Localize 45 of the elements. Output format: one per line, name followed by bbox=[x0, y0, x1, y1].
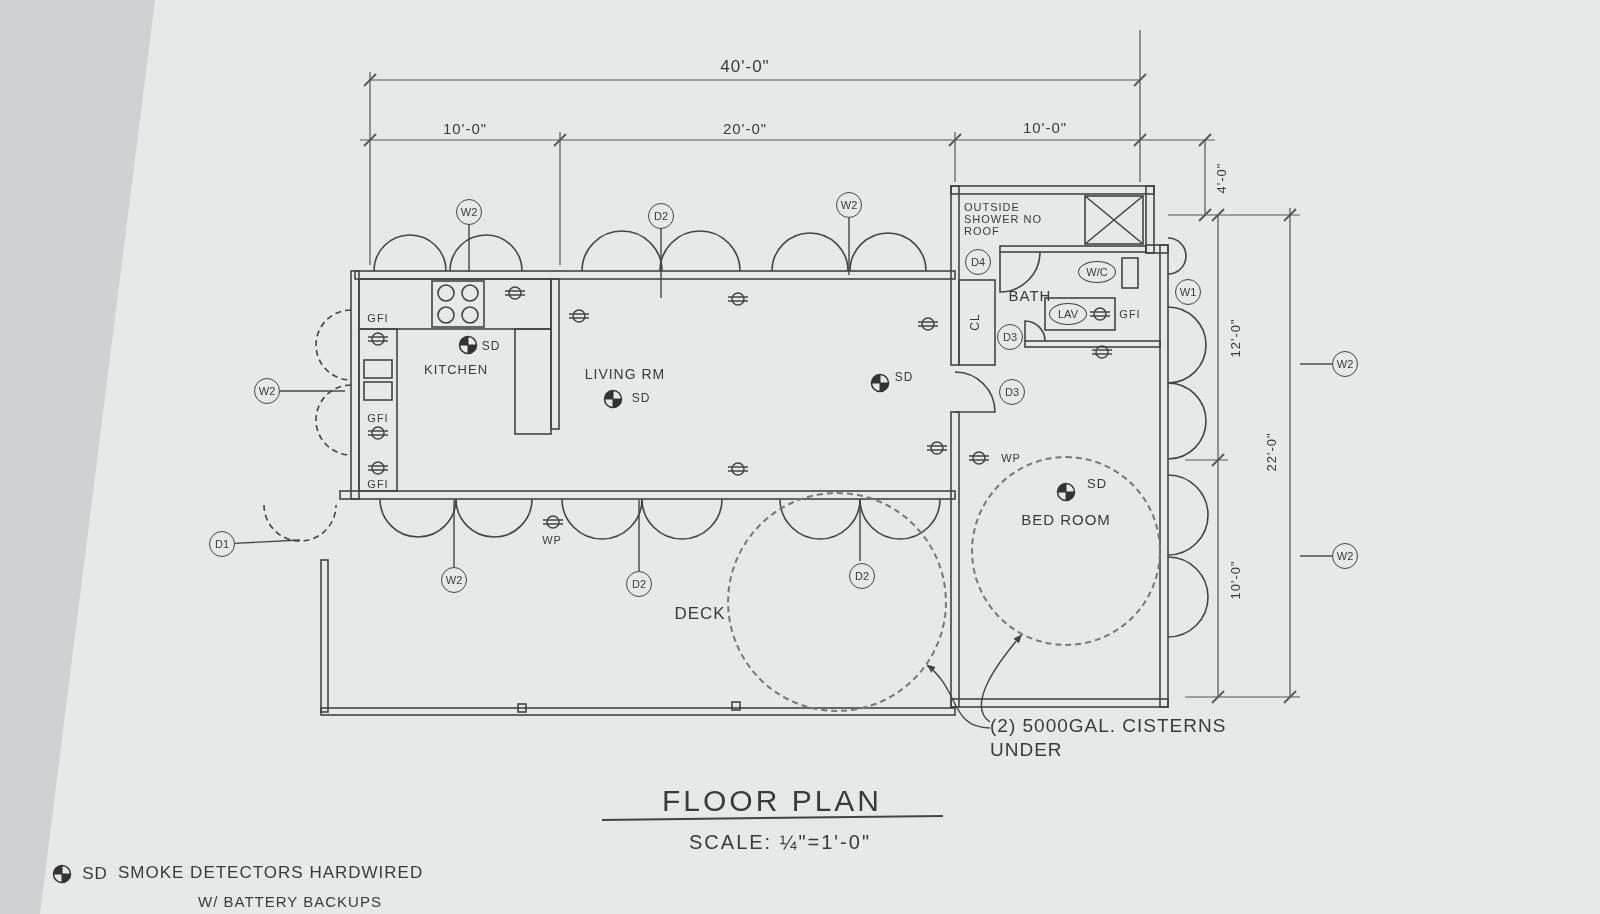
cistern-outline bbox=[971, 456, 1161, 646]
dimension-text: 4'-0" bbox=[1214, 162, 1230, 194]
detector-label: SD bbox=[894, 371, 914, 385]
leader-line bbox=[468, 224, 470, 273]
outlet-label: WP bbox=[1001, 451, 1021, 465]
leader-line bbox=[1299, 363, 1333, 365]
callout-note: (2) 5000GAL. CISTERNS UNDER bbox=[990, 714, 1270, 762]
room-label: KITCHEN bbox=[423, 362, 489, 378]
outlet-label: WP bbox=[542, 533, 562, 547]
leader-line bbox=[926, 664, 991, 729]
dimension-text: 10'-0" bbox=[442, 120, 488, 138]
leader-line bbox=[660, 228, 662, 299]
dimension-text: 40'-0" bbox=[720, 57, 770, 77]
title-text: FLOOR PLAN bbox=[661, 783, 883, 817]
dimension-text: 10'-0" bbox=[1022, 119, 1068, 137]
dimension-text: 20'-0" bbox=[722, 120, 768, 138]
outlet-label: GFI bbox=[367, 411, 389, 425]
outlet-label: GFI bbox=[367, 477, 389, 491]
detector-label: SD bbox=[481, 340, 501, 354]
scale-text: SCALE: ¼"=1'-0" bbox=[689, 831, 871, 853]
dimension-text: 10'-0" bbox=[1228, 560, 1244, 600]
room-label: DECK bbox=[674, 604, 726, 624]
leader-line bbox=[638, 499, 640, 572]
leader-line bbox=[234, 539, 301, 545]
cistern-outline bbox=[727, 492, 947, 712]
leader-line bbox=[279, 390, 346, 392]
dimension-text: 12'-0" bbox=[1228, 318, 1244, 358]
leader-line bbox=[453, 499, 455, 568]
room-label: BATH bbox=[1008, 287, 1052, 305]
legend-text: SMOKE DETECTORS HARDWIRED bbox=[118, 864, 424, 883]
dimension-text: 22'-0" bbox=[1264, 432, 1280, 472]
room-label: OUTSIDE SHOWER NO ROOF bbox=[964, 200, 1044, 238]
note-text: W/ BATTERY BACKUPS bbox=[198, 893, 382, 911]
outlet-label: GFI bbox=[367, 311, 389, 325]
room-label: LIVING RM bbox=[584, 367, 666, 383]
room-label: CL bbox=[969, 313, 983, 331]
detector-label: SD bbox=[631, 392, 651, 406]
leader-line bbox=[859, 499, 861, 562]
outlet-label: GFI bbox=[1119, 307, 1141, 321]
leader-line bbox=[980, 634, 1023, 723]
leader-line bbox=[1299, 555, 1333, 557]
detector-label: SD bbox=[82, 864, 108, 884]
detector-label: SD bbox=[1086, 476, 1108, 492]
leader-line bbox=[848, 217, 850, 276]
room-label: BED ROOM bbox=[1021, 511, 1111, 529]
